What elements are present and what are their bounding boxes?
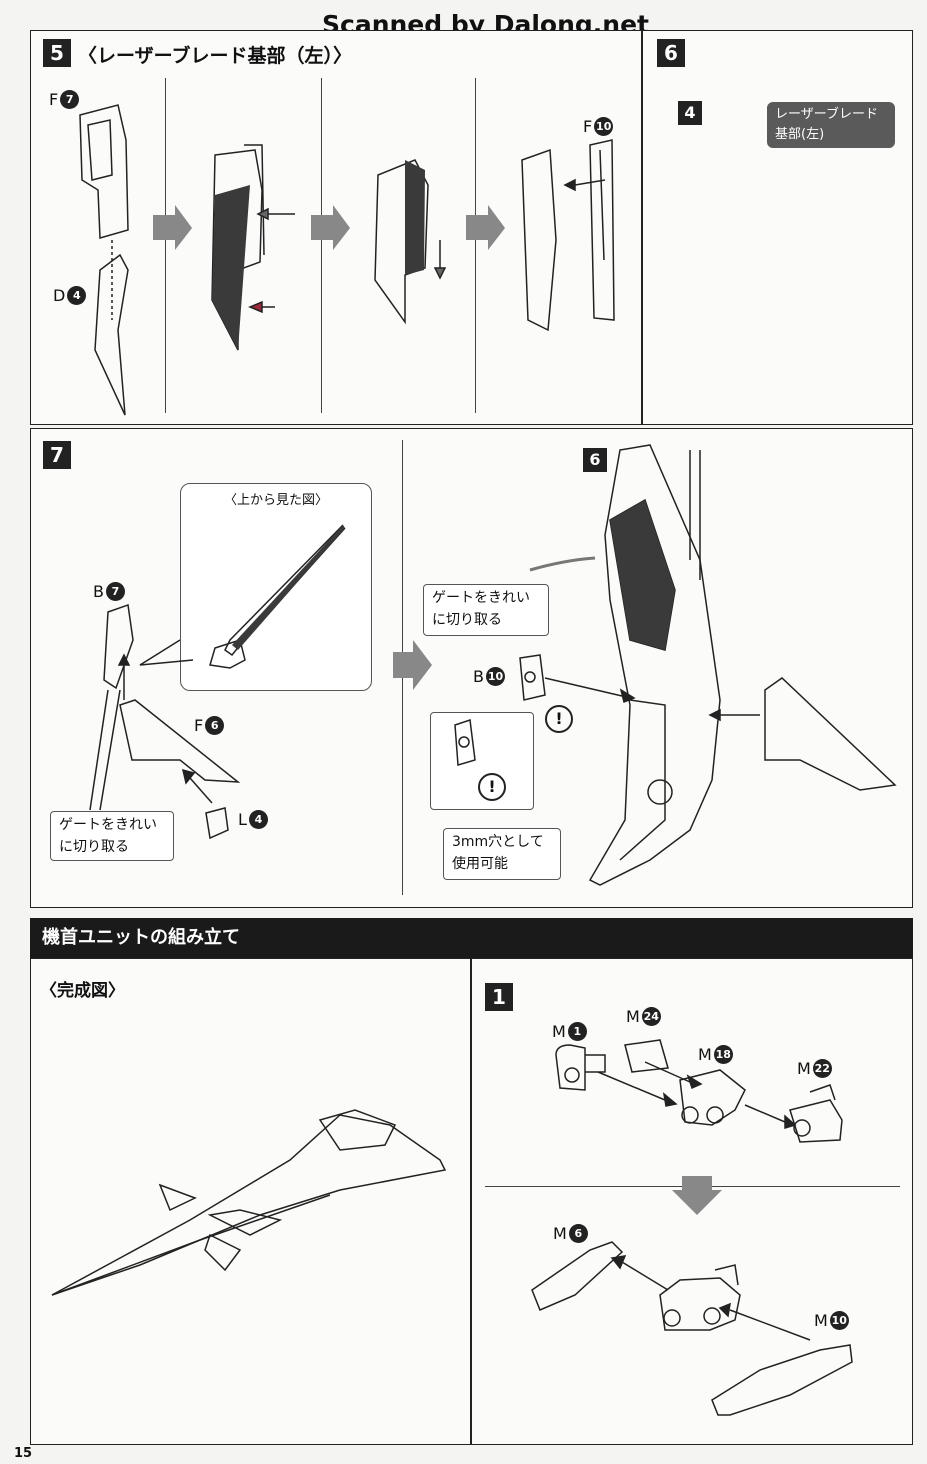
step5-number: 5 (43, 39, 71, 67)
part-label-m10: M 10 (814, 1311, 849, 1330)
part-number: 1 (567, 1022, 587, 1041)
part-letter: M (797, 1059, 811, 1078)
part-letter: M (553, 1224, 567, 1243)
part-label-m18: M 18 (698, 1045, 733, 1064)
part-letter: F (194, 716, 204, 735)
part-label-f7: F 7 (49, 90, 80, 109)
part-letter: D (53, 286, 66, 305)
part-letter: B (473, 667, 484, 686)
part-number: 10 (829, 1311, 849, 1330)
part-number: 10 (485, 667, 505, 686)
part-label-d4: D 4 (53, 286, 87, 305)
step6-number: 6 (657, 39, 685, 67)
part-number: 7 (60, 90, 80, 109)
part-label-f10: F 10 (583, 117, 614, 136)
part-letter: B (93, 582, 104, 601)
part-label-l4: L 4 (238, 810, 268, 829)
page-number: 15 (14, 1446, 33, 1461)
step6-substep-number: 4 (678, 101, 702, 125)
step7-substep-number: 6 (583, 448, 607, 472)
part-letter: M (552, 1022, 566, 1041)
warning-icon: ! (478, 773, 506, 801)
laser-blade-base-tag: レーザーブレード基部(左) (767, 102, 895, 148)
gate-note-1: ゲートをきれい に切り取る (50, 811, 174, 861)
complete-view-label: 〈完成図〉 (40, 981, 125, 1001)
part-number: 6 (568, 1224, 588, 1243)
part-label-b10: B 10 (473, 667, 505, 686)
complete-view-panel (30, 958, 471, 1445)
step6-panel (642, 30, 913, 425)
part-label-f6: F 6 (194, 716, 225, 735)
part-number: 18 (713, 1045, 733, 1064)
step7-number: 7 (43, 441, 71, 469)
hole-note: 3mm穴として 使用可能 (443, 828, 561, 880)
step5-divider (321, 78, 323, 413)
part-label-b7: B 7 (93, 582, 125, 601)
gate-note-2: ゲートをきれい に切り取る (423, 584, 549, 636)
part-number: 7 (105, 582, 125, 601)
step5-divider (165, 78, 167, 413)
part-number: 10 (594, 117, 614, 136)
part-letter: M (698, 1045, 712, 1064)
warning-icon: ! (545, 705, 573, 733)
part-number: 4 (248, 810, 268, 829)
part-label-m22: M 22 (797, 1059, 832, 1078)
part-label-m1: M 1 (552, 1022, 587, 1041)
part-label-m6: M 6 (553, 1224, 588, 1243)
part-number: 4 (67, 286, 87, 305)
step5-title: 〈レーザーブレード基部（左）〉 (78, 45, 352, 67)
step5-divider (475, 78, 477, 413)
part-number: 24 (641, 1007, 661, 1026)
part-number: 6 (205, 716, 225, 735)
section-header: 機首ユニットの組み立て (30, 918, 913, 958)
top-view-label: 〈上から見た図〉 (223, 493, 328, 508)
part-letter: M (626, 1007, 640, 1026)
part-number: 22 (812, 1059, 832, 1078)
part-letter: F (49, 90, 59, 109)
part-letter: M (814, 1311, 828, 1330)
step1-number: 1 (485, 983, 513, 1011)
part-label-m24: M 24 (626, 1007, 661, 1026)
part-letter: F (583, 117, 593, 136)
part-letter: L (238, 810, 247, 829)
